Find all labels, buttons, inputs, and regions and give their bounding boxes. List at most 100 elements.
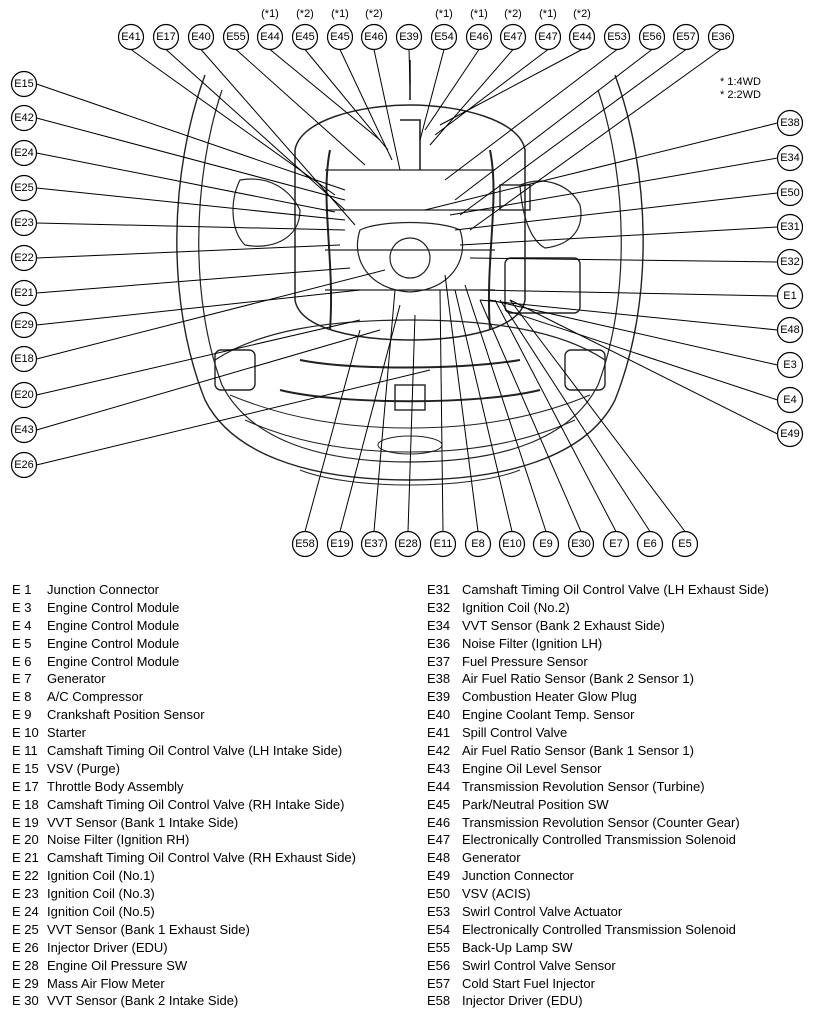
callout-label: E1 — [783, 290, 796, 302]
callout-circle — [534, 23, 562, 51]
callout-e23: E23 — [10, 209, 38, 237]
callout-circle — [636, 530, 664, 558]
legend-code: E 5 — [12, 635, 32, 651]
callout-note: (*1) — [539, 8, 557, 20]
legend-code: E 15 — [12, 760, 39, 776]
callout-e15: E15 — [10, 70, 38, 98]
leader-line — [429, 49, 514, 146]
callout-note: (*1) — [261, 8, 279, 20]
legend-label: Generator — [462, 850, 521, 866]
legend-code: E 19 — [12, 814, 39, 830]
vehicle-outline — [176, 74, 644, 486]
legend-label: Ignition Coil (No.5) — [47, 904, 155, 920]
callout-circle — [776, 420, 804, 448]
leader-line — [424, 49, 480, 131]
callout-circle — [568, 23, 596, 51]
legend-code: E 11 — [12, 743, 38, 759]
leader-line — [36, 319, 361, 396]
legend-label: Noise Filter (Ignition LH) — [462, 635, 603, 651]
legend-code: E31 — [427, 582, 451, 597]
legend-label: Injector Driver (EDU) — [47, 939, 168, 955]
leader-line — [36, 222, 346, 231]
callout-label: E56 — [642, 31, 662, 43]
callout-circle — [187, 23, 215, 51]
callout-e36: E36 — [707, 23, 735, 51]
callout-label: E45 — [295, 31, 315, 43]
legend-label: Electronically Controlled Transmission S… — [462, 832, 736, 848]
legend-label: Transmission Revolution Sensor (Counter … — [462, 814, 740, 830]
callout-circle — [776, 386, 804, 414]
leader-line — [469, 49, 722, 231]
legend-label: Engine Coolant Temp. Sensor — [462, 707, 635, 723]
leader-line — [479, 299, 582, 532]
callout-circle — [291, 530, 319, 558]
callout-e32: E32 — [776, 248, 804, 276]
callout-e30: E30 — [567, 530, 595, 558]
callout-label: E46 — [469, 31, 489, 43]
callout-e48: E48 — [776, 316, 804, 344]
legend-code: E 21 — [12, 850, 39, 866]
leader-line — [235, 49, 366, 166]
callout-circle — [10, 381, 38, 409]
callout-label: E3 — [783, 359, 796, 371]
legend-label: VVT Sensor (Bank 2 Intake Side) — [47, 993, 239, 1009]
legend-code: E 8 — [12, 689, 32, 705]
legend-label: Starter — [47, 725, 87, 741]
callout-circle — [10, 279, 38, 307]
legend-label: Ignition Coil (No.2) — [462, 599, 570, 615]
legend-label: Engine Control Module — [47, 653, 180, 669]
callout-note: (*2) — [296, 8, 314, 20]
legend-code: E 6 — [12, 653, 32, 669]
callout-label: E9 — [539, 538, 552, 550]
callout-circle — [430, 23, 458, 51]
callout-circle — [532, 530, 560, 558]
callout-label: E7 — [609, 538, 622, 550]
callout-circle — [464, 530, 492, 558]
callout-circle — [776, 248, 804, 276]
callout-circle — [360, 23, 388, 51]
callout-e44: E44(*2) — [568, 8, 596, 51]
callout-e49: E49 — [776, 420, 804, 448]
callout-circle — [776, 213, 804, 241]
callout-circle — [429, 530, 457, 558]
callout-e34: E34 — [776, 144, 804, 172]
callout-circle — [776, 316, 804, 344]
callout-label: E32 — [780, 256, 800, 268]
legend-code: E36 — [427, 635, 451, 651]
callout-e40: E40 — [187, 23, 215, 51]
callout-circle — [395, 23, 423, 51]
legend-label: Transmission Revolution Sensor (Turbine) — [462, 778, 705, 794]
callout-e8: E8 — [464, 530, 492, 558]
callout-label: E46 — [364, 31, 384, 43]
callout-e57: E57 — [672, 23, 700, 51]
legend-code: E39 — [427, 689, 451, 705]
legend-code: E45 — [427, 796, 451, 812]
callout-circle — [707, 23, 735, 51]
legend-label: Engine Control Module — [47, 599, 180, 615]
callout-label: E6 — [643, 538, 656, 550]
legend-code: E 20 — [12, 832, 39, 848]
leader-line — [36, 269, 386, 360]
callout-label: E39 — [399, 31, 419, 43]
leader-line — [36, 187, 346, 221]
legend-label: A/C Compressor — [47, 689, 144, 705]
callout-label: E48 — [780, 324, 800, 336]
callout-label: E18 — [14, 353, 34, 365]
legend-label: Spill Control Valve — [462, 725, 568, 741]
callout-e6: E6 — [636, 530, 664, 558]
leader-line — [373, 49, 401, 171]
callout-label: E47 — [538, 31, 558, 43]
callout-e58: E58 — [291, 530, 319, 558]
legend-label: Crankshaft Position Sensor — [47, 707, 205, 723]
